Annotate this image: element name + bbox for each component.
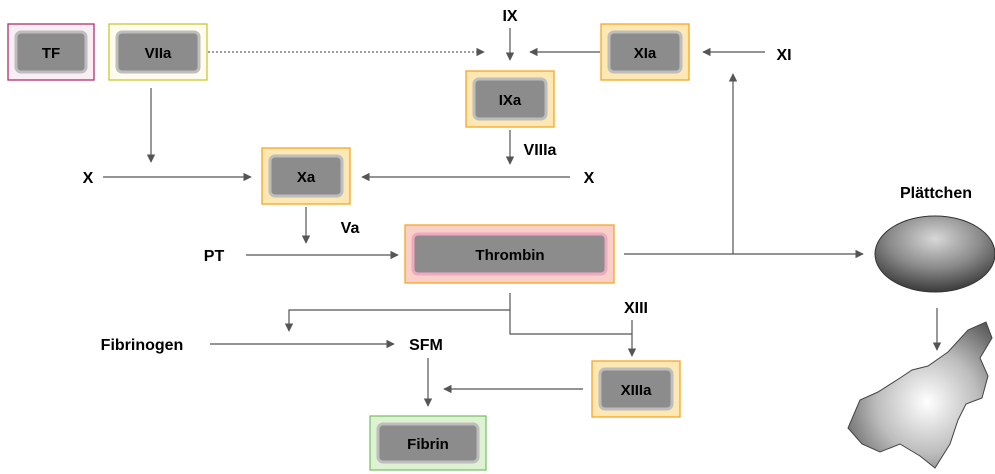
label-ix: IX	[502, 8, 517, 25]
label-xi: XI	[776, 47, 791, 64]
label-x-left: X	[83, 170, 94, 187]
label-fibrinogen: Fibrinogen	[101, 337, 184, 354]
label-plaettchen: Plättchen	[900, 185, 972, 202]
node-fibrin: Fibrin	[369, 415, 487, 471]
label-va: Va	[341, 220, 360, 237]
node-xa: Xa	[261, 147, 351, 205]
node-thrombin-label: Thrombin	[475, 247, 544, 264]
node-viia-label: VIIa	[145, 45, 172, 62]
activated-platelet-image	[847, 321, 993, 469]
node-viia: VIIa	[108, 23, 208, 81]
node-xia: XIa	[600, 23, 690, 81]
node-ixa: IXa	[465, 70, 555, 128]
node-thrombin: Thrombin	[404, 224, 615, 284]
label-viiia: VIIIa	[524, 142, 557, 159]
node-xiiia: XIIIa	[591, 360, 681, 418]
edge-thrombin-to-fibrinogen	[284, 293, 511, 332]
node-xiiia-label: XIIIa	[621, 382, 653, 399]
label-x-right: X	[584, 170, 595, 187]
label-xiii: XIII	[624, 300, 648, 317]
edge-thrombin-to-xiii	[509, 310, 632, 335]
node-fibrin-label: Fibrin	[407, 436, 449, 453]
label-sfm: SFM	[409, 337, 443, 354]
label-pt: PT	[204, 248, 225, 265]
node-xia-label: XIa	[634, 45, 657, 62]
node-tf: TF	[7, 23, 95, 81]
node-xa-label: Xa	[297, 169, 316, 186]
node-tf-label: TF	[42, 45, 60, 62]
node-ixa-label: IXa	[499, 92, 522, 109]
resting-platelet-image	[874, 215, 995, 293]
